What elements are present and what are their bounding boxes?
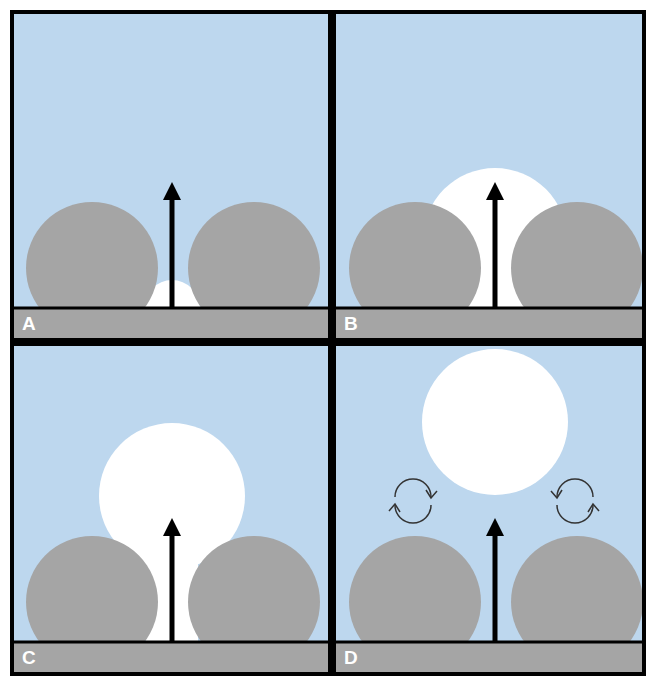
floor-line <box>334 307 644 310</box>
rotation-arc <box>395 479 431 497</box>
water-ground <box>334 344 644 674</box>
water-ground <box>12 344 330 674</box>
rotation-arc <box>395 505 431 523</box>
panel-letter: C <box>22 648 36 668</box>
panel-frames <box>12 12 644 674</box>
flow-arrow <box>170 534 175 642</box>
panel-frame <box>334 344 644 674</box>
panel-letter: B <box>344 314 358 334</box>
arrow-head <box>486 182 504 200</box>
floor-band <box>334 308 644 340</box>
panel-a <box>12 12 330 340</box>
floor-band <box>12 642 330 674</box>
rotation-arc <box>557 479 593 497</box>
rotation-symbol <box>389 479 437 523</box>
water-ground <box>12 12 330 340</box>
floor-band <box>334 642 644 674</box>
flow-arrow <box>493 534 498 642</box>
rotation-symbol <box>551 479 599 523</box>
panel-d <box>334 344 644 674</box>
panel-frame <box>12 12 330 340</box>
rotation-head <box>426 490 437 498</box>
flow-arrow <box>170 198 175 308</box>
rotation-head <box>588 504 599 512</box>
flow-arrow <box>493 198 498 308</box>
rotation-head <box>389 504 400 512</box>
panel-frame <box>334 12 644 340</box>
rotation-arc <box>557 505 593 523</box>
arrow-head <box>163 182 181 200</box>
panel-b <box>334 12 644 340</box>
water-ground <box>334 12 644 340</box>
panel-letter: A <box>22 314 36 334</box>
panel-c <box>12 344 330 674</box>
arrow-head <box>486 518 504 536</box>
rotation-head <box>551 490 562 498</box>
arrow-head <box>163 518 181 536</box>
panel-frame <box>12 344 330 674</box>
floor-band <box>12 308 330 340</box>
floor-line <box>334 641 644 644</box>
panel-letter: D <box>344 648 358 668</box>
bubble <box>422 349 568 495</box>
